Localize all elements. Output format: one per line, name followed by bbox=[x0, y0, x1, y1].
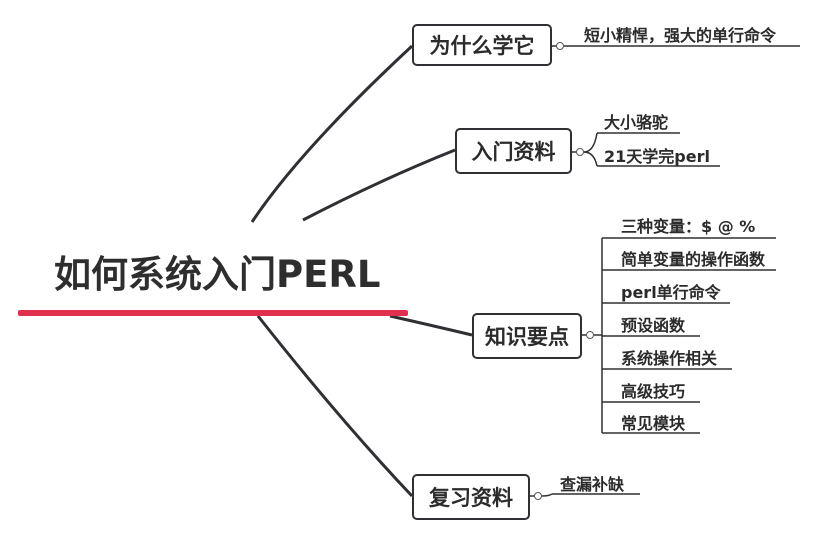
subtopic-item[interactable]: 预设函数 bbox=[621, 316, 686, 335]
topic-key-knowledge[interactable]: 知识要点 bbox=[472, 313, 582, 359]
subtopic-item[interactable]: 简单变量的操作函数 bbox=[621, 250, 766, 269]
branch-line-2 bbox=[302, 148, 456, 222]
subtopic-item[interactable]: 大小骆驼 bbox=[604, 113, 669, 132]
topic-intro-materials[interactable]: 入门资料 bbox=[455, 128, 572, 174]
subtopic-item[interactable]: 21天学完perl bbox=[604, 147, 710, 166]
subtopic-item[interactable]: 系统操作相关 bbox=[621, 349, 718, 368]
subtopic-item[interactable]: perl单行命令 bbox=[621, 283, 721, 302]
subtopic-item[interactable]: 常见模块 bbox=[621, 414, 686, 433]
subtopic-item[interactable]: 短小精悍，强大的单行命令 bbox=[584, 26, 777, 45]
collapse-toggle-icon[interactable] bbox=[576, 148, 584, 156]
collapse-toggle-icon[interactable] bbox=[534, 492, 542, 500]
branch-line-3 bbox=[389, 314, 473, 337]
subtopic-item[interactable]: 三种变量：$ @ % bbox=[621, 217, 756, 236]
topic-review-materials[interactable]: 复习资料 bbox=[412, 474, 530, 520]
topic-why-learn[interactable]: 为什么学它 bbox=[412, 24, 552, 66]
subtopic-item[interactable]: 高级技巧 bbox=[621, 382, 686, 401]
collapse-toggle-icon[interactable] bbox=[586, 331, 594, 339]
subtopic-item[interactable]: 查漏补缺 bbox=[560, 475, 625, 494]
root-underline bbox=[18, 310, 408, 316]
root-topic-title[interactable]: 如何系统入门PERL bbox=[54, 253, 381, 296]
collapse-toggle-icon[interactable] bbox=[556, 42, 564, 50]
branch-line-1 bbox=[250, 44, 414, 223]
branch-line-4 bbox=[256, 315, 414, 498]
